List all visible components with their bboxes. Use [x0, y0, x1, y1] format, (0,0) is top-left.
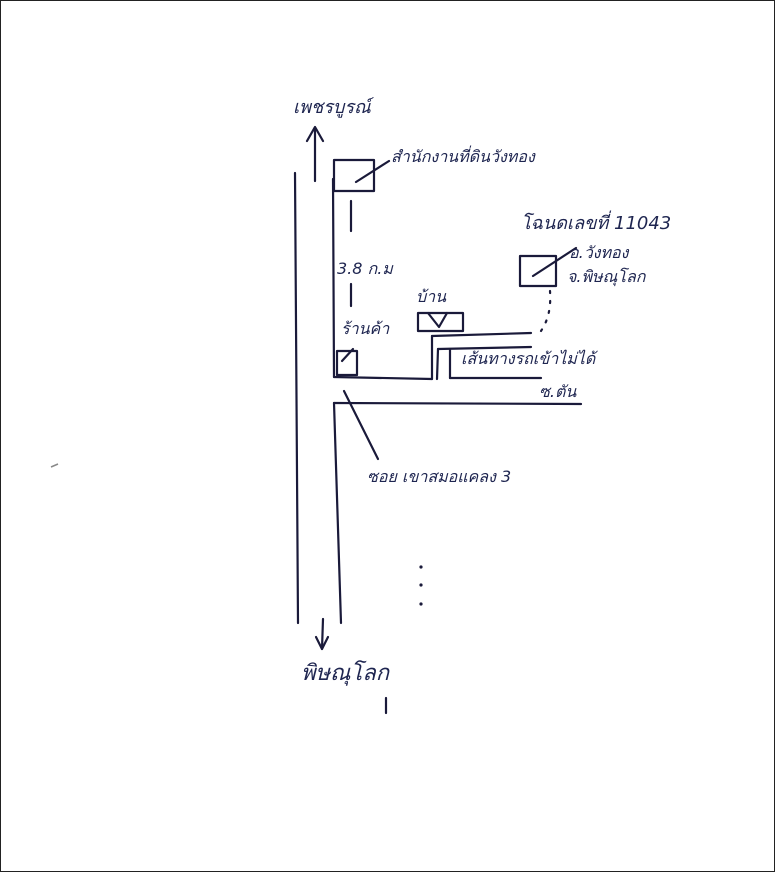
- land-office-label: สำนักงานที่ดินวังทอง: [391, 147, 535, 166]
- ellipsis-dot: [419, 565, 423, 569]
- shop-label: ร้านค้า: [341, 319, 390, 338]
- ellipsis-dot: [419, 583, 423, 587]
- land-office-leader: [354, 159, 391, 184]
- house-box: [416, 311, 465, 333]
- soi-north-edge-west: [332, 375, 434, 381]
- soi-label: ซอย เขาสมอแคลง 3: [367, 467, 512, 486]
- distance-label: 3.8 ก.ม: [337, 259, 393, 278]
- ellipsis-dot: [419, 602, 423, 606]
- path-note-label: เส้นทางรถเข้าไม่ได้: [461, 349, 596, 368]
- parcel-box: [518, 254, 558, 288]
- stray-mark: [50, 463, 59, 468]
- house-marker-icon: [426, 311, 449, 329]
- path-top: [436, 345, 533, 351]
- soi-south-edge: [332, 401, 583, 406]
- shop-leader: [340, 347, 355, 363]
- south-destination-label: พิษณุโลก: [301, 661, 390, 686]
- north-destination-label: เพชรบูรณ์: [293, 97, 371, 118]
- house-lane-top: [430, 331, 533, 338]
- land-office-box: [332, 158, 376, 193]
- house-lane-inner: [435, 347, 440, 381]
- house-label: บ้าน: [416, 287, 447, 306]
- deed-label: โฉนดเลขที่ 11043: [521, 213, 672, 234]
- district-label: อ.วังทอง: [569, 243, 629, 262]
- parcel-dotted-link: [539, 289, 552, 333]
- dead-end-label: ซ.ตัน: [539, 382, 577, 401]
- province-label: จ.พิษณุโลก: [567, 267, 646, 286]
- highway-east-edge-north: [331, 177, 336, 379]
- soi-leader: [342, 389, 380, 461]
- highway-east-edge-south: [332, 401, 343, 625]
- arrow-down-icon: [314, 617, 330, 651]
- parcel-leader: [531, 246, 578, 278]
- shop-box: [335, 349, 359, 377]
- arrow-up-icon: [305, 125, 325, 183]
- highway-west-edge: [293, 171, 300, 625]
